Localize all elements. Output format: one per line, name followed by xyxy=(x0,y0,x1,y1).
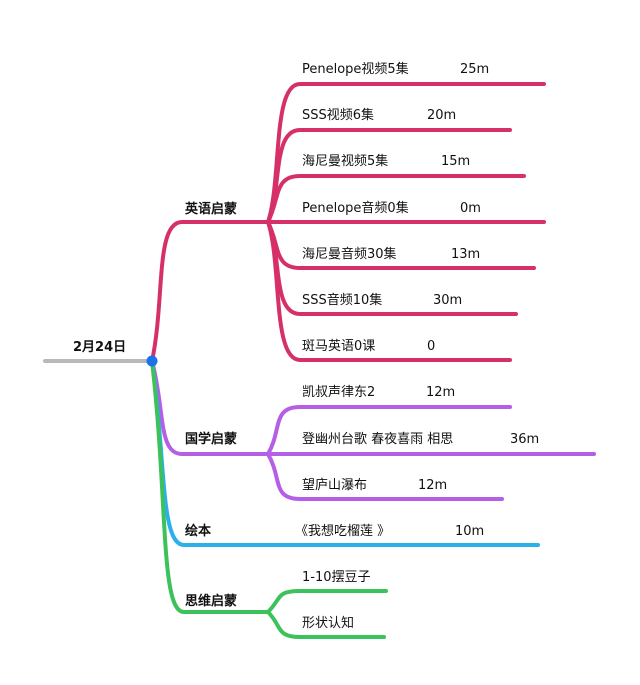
english-item-2-label[interactable]: SSS视频6集 xyxy=(302,107,374,123)
branch-guoxue-label[interactable]: 国学启蒙 xyxy=(185,431,237,447)
thinking-item-2-label[interactable]: 形状认知 xyxy=(302,615,354,631)
english-item-3-value: 15m xyxy=(441,154,470,169)
english-item-7-label[interactable]: 斑马英语0课 xyxy=(302,339,375,354)
thinking-item-2-connector xyxy=(266,610,386,639)
english-item-5-label[interactable]: 海尼曼音频30集 xyxy=(302,246,397,262)
guoxue-item-1-label[interactable]: 凯叔声律东2 xyxy=(302,385,375,400)
guoxue-item-3-value: 12m xyxy=(418,478,447,493)
english-item-3-label[interactable]: 海尼曼视频5集 xyxy=(302,153,388,169)
branch-thinking-label[interactable]: 思维启蒙 xyxy=(185,593,237,609)
english-item-6-value: 30m xyxy=(433,293,462,308)
picturebook-item-1-label[interactable]: 《我想吃榴莲 》 xyxy=(295,523,390,539)
english-item-7-value: 0 xyxy=(427,339,435,354)
guoxue-item-3-connector xyxy=(266,452,504,501)
picturebook-item-1-value: 10m xyxy=(455,524,484,539)
root-node-dot[interactable] xyxy=(146,355,158,367)
branch-english-label[interactable]: 英语启蒙 xyxy=(184,201,237,217)
branch-thinking-items: 1-10摆豆子 形状认知 xyxy=(266,570,388,639)
guoxue-item-1-connector xyxy=(266,405,512,456)
english-item-5-value: 13m xyxy=(451,247,480,262)
english-item-7-connector xyxy=(266,220,512,362)
branch-english-connector xyxy=(150,220,270,363)
english-item-3-connector xyxy=(266,174,526,224)
english-item-2-value: 20m xyxy=(427,108,456,123)
branch-picturebook-label[interactable]: 绘本 xyxy=(185,523,211,539)
thinking-item-1-label[interactable]: 1-10摆豆子 xyxy=(302,570,371,585)
english-item-1-label[interactable]: Penelope视频5集 xyxy=(302,61,409,77)
english-item-1-value: 25m xyxy=(460,62,489,77)
english-item-4-label[interactable]: Penelope音频0集 xyxy=(302,200,409,216)
guoxue-item-1-value: 12m xyxy=(426,385,455,400)
guoxue-item-2-label[interactable]: 登幽州台歌 春夜喜雨 相思 xyxy=(302,432,453,447)
branch-thinking-connector xyxy=(150,359,270,614)
english-item-6-label[interactable]: SSS音频10集 xyxy=(302,292,382,308)
branch-guoxue-items: 凯叔声律东2 12m 登幽州台歌 春夜喜雨 相思 36m 望庐山瀑布 12m xyxy=(266,385,596,501)
branch-english-items: Penelope视频5集 25m SSS视频6集 20m 海尼曼视频5集 15m… xyxy=(266,61,546,362)
guoxue-item-2-value: 36m xyxy=(510,432,539,447)
guoxue-item-3-label[interactable]: 望庐山瀑布 xyxy=(302,477,367,493)
root-label[interactable]: 2月24日 xyxy=(73,340,126,355)
thinking-item-1-connector xyxy=(266,589,388,614)
english-item-4-value: 0m xyxy=(460,201,481,216)
